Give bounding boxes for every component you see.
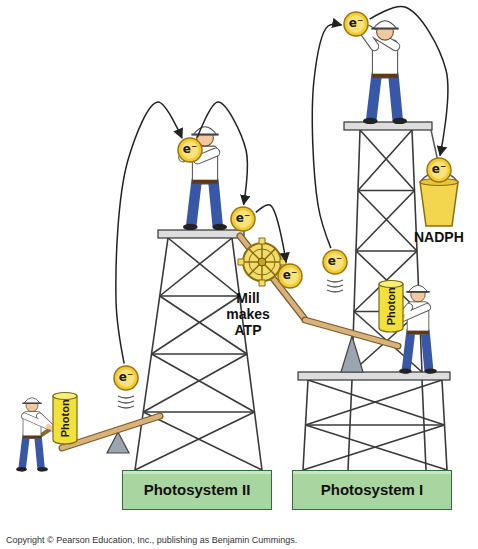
tower-lattice bbox=[135, 238, 262, 470]
photon-label: Photon bbox=[59, 399, 72, 437]
flow-arrow bbox=[370, 6, 448, 155]
electron-inner bbox=[326, 253, 343, 270]
tower-lattice bbox=[348, 380, 426, 470]
electron-ball: e⁻ bbox=[277, 263, 303, 289]
tower-lattice bbox=[135, 238, 262, 470]
electron-symbol: e⁻ bbox=[432, 163, 446, 177]
worker bbox=[16, 467, 27, 472]
worker bbox=[373, 21, 396, 29]
electron-outer bbox=[344, 12, 368, 36]
electron-ball: e⁻ bbox=[113, 365, 139, 391]
worker bbox=[183, 224, 198, 230]
worker bbox=[192, 180, 217, 184]
photon-hammer: Photon bbox=[378, 280, 404, 332]
cylinder-body bbox=[53, 396, 77, 444]
electron-inner bbox=[281, 267, 298, 284]
electron-outer bbox=[114, 366, 138, 390]
worker bbox=[399, 368, 412, 373]
tower-lattice bbox=[303, 380, 447, 470]
see-saw bbox=[341, 336, 363, 372]
electron-outer bbox=[178, 138, 202, 162]
mill-label: Mill makes ATP bbox=[219, 290, 277, 338]
motion-lines bbox=[118, 396, 134, 408]
worker bbox=[22, 403, 42, 405]
electron-inner bbox=[430, 161, 447, 178]
worker bbox=[363, 118, 378, 124]
worker bbox=[191, 181, 217, 225]
electron-outer bbox=[231, 207, 255, 231]
worker bbox=[407, 331, 429, 335]
hammer-handle bbox=[40, 304, 412, 436]
worker bbox=[406, 332, 429, 370]
motion-lines bbox=[118, 280, 343, 408]
photosystem-base: Photosystem II bbox=[122, 470, 272, 510]
worker bbox=[212, 224, 227, 230]
electron-inner bbox=[181, 141, 198, 158]
flow-arrow bbox=[116, 102, 182, 364]
electron-inner bbox=[117, 369, 134, 386]
flow-arrow bbox=[197, 102, 247, 205]
mill-wheel bbox=[243, 243, 281, 281]
worker bbox=[193, 127, 216, 135]
electron-symbol: e⁻ bbox=[349, 17, 363, 31]
tower-lattice bbox=[303, 380, 447, 470]
bucket bbox=[420, 182, 458, 226]
photon-label: Photon bbox=[385, 287, 398, 325]
product-label: NADPH bbox=[414, 229, 464, 245]
electron-ball: e⁻ bbox=[343, 11, 369, 37]
photosystem-base: Photosystem I bbox=[292, 470, 452, 510]
tower-lattice bbox=[303, 380, 447, 470]
electron-symbol: e⁻ bbox=[119, 371, 133, 385]
flow-arrow bbox=[256, 205, 286, 262]
mill-wheel bbox=[243, 243, 281, 281]
motion-lines bbox=[327, 280, 343, 292]
worker bbox=[363, 21, 407, 124]
worker bbox=[424, 368, 437, 373]
worker bbox=[371, 28, 398, 30]
electron-inner bbox=[234, 210, 251, 227]
cylinder-top bbox=[53, 393, 77, 400]
worker bbox=[371, 75, 397, 119]
tower-lattice bbox=[135, 238, 262, 470]
electron-symbol: e⁻ bbox=[183, 143, 197, 157]
electron-ball: e⁻ bbox=[322, 249, 348, 275]
electron-ball: e⁻ bbox=[177, 137, 203, 163]
worker bbox=[183, 127, 227, 230]
worker bbox=[22, 436, 41, 468]
worker bbox=[408, 285, 428, 292]
electron-symbol: e⁻ bbox=[236, 212, 250, 226]
electron-outer bbox=[323, 250, 347, 274]
flow-arrow bbox=[312, 24, 341, 248]
photosystem-name: Photosystem II bbox=[144, 481, 251, 498]
cylinder-body bbox=[379, 284, 403, 332]
copyright-caption: Copyright © Pearson Education, Inc., pub… bbox=[6, 535, 297, 545]
electron-outer bbox=[278, 264, 302, 288]
photosystem-name: Photosystem I bbox=[321, 481, 424, 498]
photon-hammer: Photon bbox=[52, 392, 78, 444]
mill-wheel bbox=[258, 258, 266, 266]
worker bbox=[16, 398, 55, 472]
electron-ball: e⁻ bbox=[230, 206, 256, 232]
worker bbox=[191, 134, 218, 136]
electron-symbol: e⁻ bbox=[283, 269, 297, 283]
bucket bbox=[420, 130, 458, 226]
electron-ball: e⁻ bbox=[426, 157, 452, 183]
cylinder-top bbox=[379, 281, 403, 288]
worker bbox=[23, 436, 41, 439]
tower-platform bbox=[158, 230, 244, 238]
tower-platform bbox=[344, 122, 432, 130]
electron-outer bbox=[427, 158, 451, 182]
worker bbox=[392, 118, 407, 124]
worker bbox=[37, 467, 48, 472]
electron-symbol: e⁻ bbox=[328, 255, 342, 269]
worker bbox=[372, 74, 397, 78]
worker bbox=[24, 398, 41, 404]
worker bbox=[406, 291, 429, 293]
electron-inner bbox=[347, 15, 364, 32]
